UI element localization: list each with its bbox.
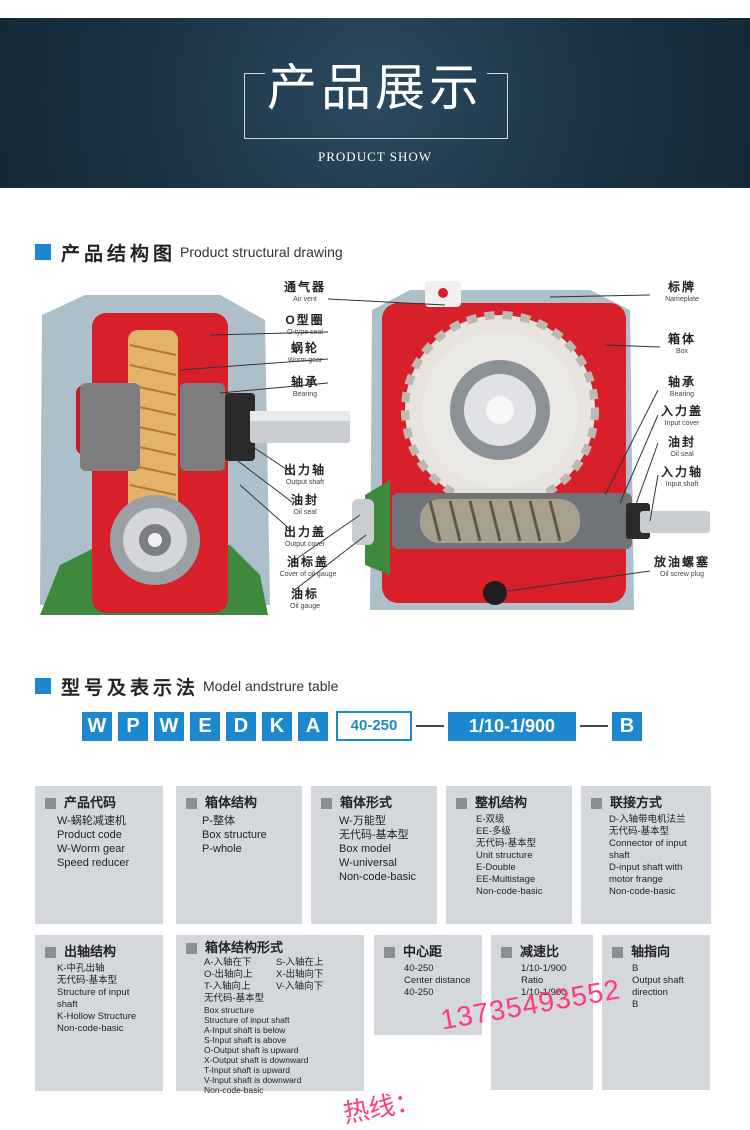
code-ratio-box: 1/10-1/900	[448, 711, 576, 741]
model-heading-en: Model andstrure table	[203, 678, 339, 694]
code-letter-p: P	[118, 711, 148, 741]
card-output-shaft-structure: 出轴结构 K-中孔出轴 无代码-基本型 Structure of input s…	[35, 935, 163, 1091]
model-code-row: W P W E D K A 40-250 1/10-1/900 B	[82, 711, 642, 741]
structure-heading-en: Product structural drawing	[180, 244, 343, 260]
code-letter-w1: W	[82, 711, 112, 741]
card-box-model: 箱体形式 W-万能型 无代码-基本型 Box model W-universal…	[311, 786, 437, 924]
product-show-banner: 产品展示 PRODUCT SHOW	[0, 18, 750, 188]
code-letter-e: E	[190, 711, 220, 741]
bullet-square-icon	[321, 797, 332, 809]
bullet-square-icon	[501, 946, 512, 958]
banner-subtitle: PRODUCT SHOW	[318, 149, 432, 164]
code-dash	[416, 725, 444, 727]
heading-square-icon	[35, 678, 51, 694]
code-letter-d: D	[226, 711, 256, 741]
bullet-square-icon	[186, 797, 197, 809]
bullet-square-icon	[384, 946, 395, 958]
card-center-distance: 中心距 40-250 Center distance 40-250	[374, 935, 482, 1035]
bullet-square-icon	[456, 797, 467, 809]
code-dash	[580, 725, 608, 727]
card-product-code: 产品代码 W-蜗轮减速机 Product code W-Worm gear Sp…	[35, 786, 163, 924]
bullet-square-icon	[186, 942, 197, 954]
structure-heading: 产品结构图 Product structural drawing	[35, 241, 343, 265]
card-ratio: 减速比 1/10-1/900 Ratio 1/10-1/900	[491, 935, 593, 1090]
code-letter-w2: W	[154, 711, 184, 741]
code-letter-k: K	[262, 711, 292, 741]
code-size-box: 40-250	[336, 711, 412, 741]
leader-lines	[179, 294, 661, 593]
bullet-square-icon	[45, 946, 56, 958]
card-connector: 联接方式 D-入轴带电机法兰 无代码-基本型 Connector of inpu…	[581, 786, 711, 924]
banner-title: 产品展示	[267, 59, 483, 117]
card-unit-structure: 整机结构 E-双级 EE-多级 无代码-基本型 Unit structure E…	[446, 786, 572, 924]
banner-frame	[244, 73, 508, 139]
reducer-cutaway-illustration	[40, 281, 710, 615]
side-section-view	[40, 295, 350, 615]
model-heading: 型号及表示法 Model andstrure table	[35, 675, 339, 699]
code-letter-a: A	[298, 711, 328, 741]
front-section-view	[352, 281, 710, 610]
structure-heading-cn: 产品结构图	[61, 243, 177, 265]
heading-square-icon	[35, 244, 51, 260]
card-box-structure: 箱体结构 P-整体 Box structure P-whole	[176, 786, 302, 924]
model-heading-cn: 型号及表示法	[61, 677, 200, 699]
bullet-square-icon	[45, 797, 56, 809]
code-direction-box: B	[612, 711, 642, 741]
bullet-square-icon	[591, 797, 602, 809]
card-shaft-direction: 轴指向 B Output shaft direction B	[602, 935, 710, 1090]
bullet-square-icon	[612, 946, 623, 958]
